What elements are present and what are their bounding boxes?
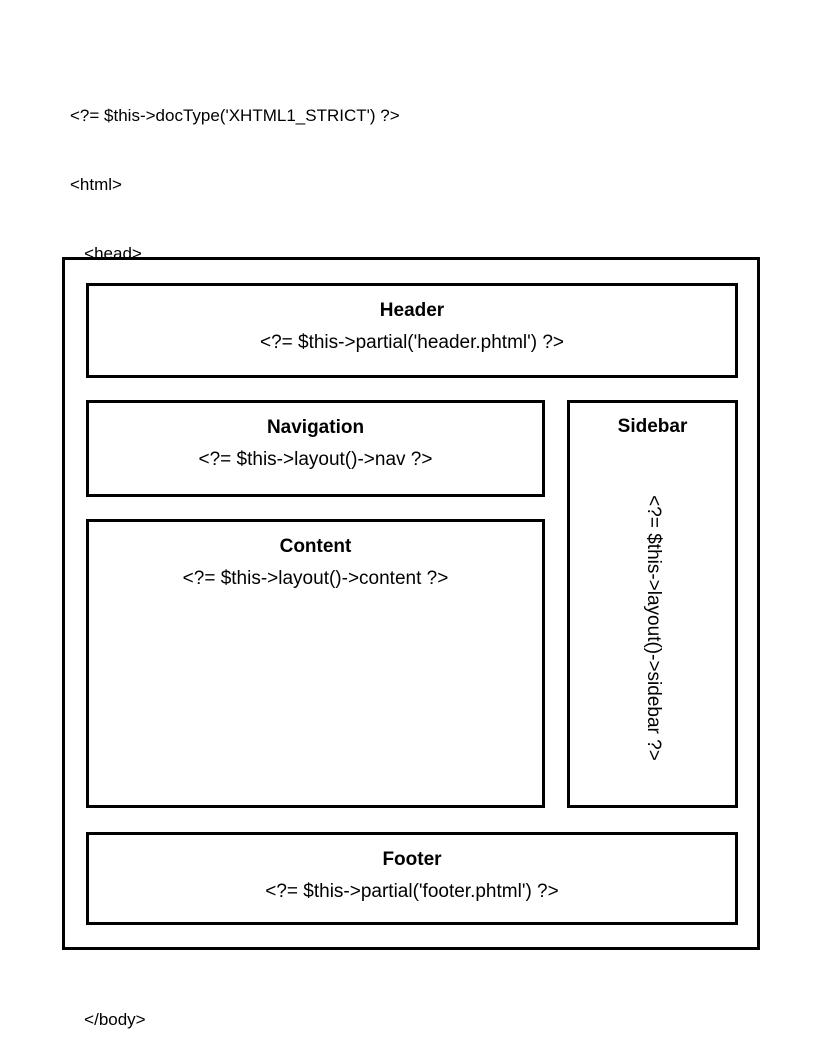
region-navigation-code: <?= $this->layout()->nav ?>	[198, 449, 433, 470]
region-navigation: Navigation <?= $this->layout()->nav ?>	[86, 400, 545, 497]
region-sidebar-code: <?= $this->layout()->sidebar ?>	[642, 495, 664, 761]
region-header-code: <?= $this->partial('header.phtml') ?>	[259, 332, 565, 353]
region-header-title: Header	[379, 300, 445, 321]
code-listing-bottom: </body> </html>	[70, 962, 146, 1056]
region-sidebar-title: Sidebar	[617, 416, 688, 437]
code-line: <html>	[70, 175, 122, 194]
region-footer: Footer <?= $this->partial('footer.phtml'…	[86, 832, 738, 925]
region-footer-code: <?= $this->partial('footer.phtml') ?>	[265, 881, 559, 902]
region-content-code: <?= $this->layout()->content ?>	[182, 568, 449, 589]
region-sidebar: Sidebar <?= $this->layout()->sidebar ?>	[567, 400, 738, 808]
region-content: Content <?= $this->layout()->content ?>	[86, 519, 545, 808]
region-navigation-title: Navigation	[266, 417, 365, 438]
region-sidebar-code-wrap: <?= $this->layout()->sidebar ?>	[570, 451, 735, 805]
code-line: </body>	[70, 1010, 146, 1029]
body-container-box: Header <?= $this->partial('header.phtml'…	[62, 257, 760, 950]
region-content-title: Content	[279, 536, 352, 557]
code-line: <?= $this->docType('XHTML1_STRICT') ?>	[70, 106, 400, 125]
region-header: Header <?= $this->partial('header.phtml'…	[86, 283, 738, 378]
region-footer-title: Footer	[382, 849, 442, 870]
